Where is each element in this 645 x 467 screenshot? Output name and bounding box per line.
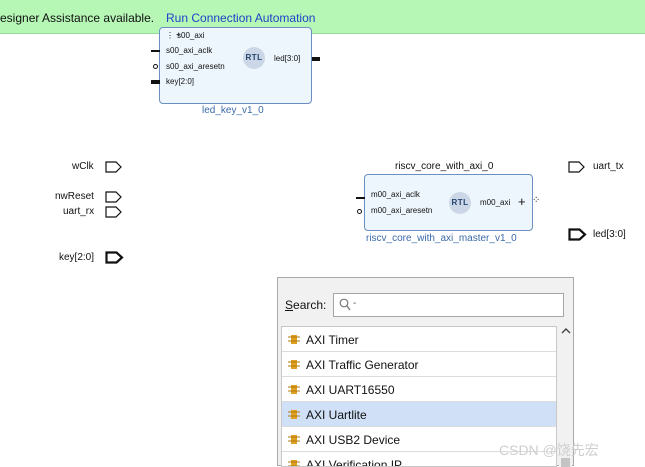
led-key-block-body[interactable] (159, 27, 312, 104)
port-led-bus-arrow-icon[interactable] (568, 228, 587, 241)
add-ip-popup: Search: - AXI Timer AXI Traffic Generato… (277, 277, 574, 467)
list-item-label: AXI Verification IP (306, 458, 403, 467)
pin-m00-axi-connector-icon[interactable]: ⁘ (532, 195, 541, 206)
ip-core-icon (288, 385, 300, 394)
list-item-selected[interactable]: AXI Uartlite (282, 402, 556, 427)
search-icon (339, 298, 351, 311)
port-uart-tx-arrow-icon[interactable] (568, 161, 586, 173)
search-label-rest: earch: (293, 298, 327, 312)
pin-m00-axi-label: m00_axi (480, 198, 511, 207)
pin-m00-axi-aresetn-label: m00_axi_aresetn (371, 206, 433, 215)
pin-s00-axi-aresetn-label: s00_axi_aresetn (166, 62, 225, 71)
banner-message: esigner Assistance available. (0, 11, 155, 25)
port-uart-tx-label: uart_tx (593, 161, 624, 172)
ip-core-icon (288, 360, 300, 369)
designer-assistance-banner: esigner Assistance available. Run Connec… (0, 0, 645, 34)
port-uart-rx-label: uart_rx (63, 206, 95, 217)
chevron-up-icon[interactable] (561, 326, 571, 336)
port-wclk-label: wClk (72, 161, 94, 172)
ip-core-icon (288, 460, 300, 466)
ip-list[interactable]: AXI Timer AXI Traffic Generator AXI UART… (281, 326, 557, 467)
list-item-label: AXI USB2 Device (306, 433, 401, 447)
riscv-block-body[interactable] (364, 174, 533, 231)
pin-m00-axi-expand-icon[interactable]: + (518, 194, 526, 209)
riscv-block-name: riscv_core_with_axi_master_v1_0 (366, 233, 517, 244)
scrollbar-thumb[interactable] (561, 458, 570, 467)
pin-s00-axi-aclk-label: s00_axi_aclk (166, 46, 213, 55)
port-key-label: key[2:0] (59, 252, 95, 263)
pin-s00-axi-aclk-line (151, 50, 160, 52)
port-uart-rx-arrow-icon[interactable] (105, 206, 123, 218)
list-item[interactable]: AXI USB2 Device (282, 427, 556, 452)
pin-s00-axi-label: s00_axi (177, 31, 205, 40)
port-wclk-arrow-icon[interactable] (105, 161, 123, 173)
led-key-block-name: led_key_v1_0 (202, 105, 264, 116)
list-item-label: AXI Uartlite (306, 408, 367, 422)
list-item[interactable]: AXI Timer (282, 327, 556, 352)
pin-s00-axi-expand-icon[interactable]: + (176, 30, 181, 39)
list-item[interactable]: AXI UART16550 (282, 377, 556, 402)
run-connection-automation-link[interactable]: Run Connection Automation (166, 11, 316, 25)
pin-led-bus-line (312, 57, 320, 61)
ip-core-icon (288, 335, 300, 344)
pin-s00-axi-dots-icon: ⋮ (166, 31, 174, 40)
list-item-label: AXI Timer (306, 333, 359, 347)
ip-list-scrollbar[interactable] (559, 326, 572, 467)
search-label: Search: (285, 298, 327, 312)
list-item-label: AXI Traffic Generator (306, 358, 419, 372)
port-nwreset-arrow-icon[interactable] (105, 191, 123, 203)
port-key-bus-arrow-icon[interactable] (105, 251, 124, 264)
ip-core-icon (288, 435, 300, 444)
pin-key-bus-line (151, 80, 160, 84)
list-item[interactable]: AXI Traffic Generator (282, 352, 556, 377)
rtl-logo-icon: RTL (449, 192, 471, 214)
port-led-label: led[3:0] (593, 229, 626, 240)
pin-m00-axi-aresetn-bubble-icon (357, 209, 362, 214)
pin-m00-axi-aclk-label: m00_axi_aclk (371, 190, 420, 199)
list-item[interactable]: AXI Verification IP (282, 452, 556, 467)
list-item-label: AXI UART16550 (306, 383, 395, 397)
csdn-watermark: CSDN @饶先宏 (499, 442, 599, 458)
rtl-logo-icon: RTL (243, 47, 265, 69)
search-input[interactable]: - (333, 293, 564, 317)
pin-key-label: key[2:0] (166, 77, 195, 86)
pin-m00-axi-aclk-line (356, 197, 365, 199)
pin-led-label: led[3:0] (274, 54, 301, 63)
pin-s00-axi-aresetn-bubble-icon (153, 64, 158, 69)
ip-core-icon (288, 410, 300, 419)
search-placeholder: - (353, 298, 357, 309)
riscv-instance-name: riscv_core_with_axi_0 (395, 161, 494, 172)
port-nwreset-label: nwReset (55, 191, 94, 202)
